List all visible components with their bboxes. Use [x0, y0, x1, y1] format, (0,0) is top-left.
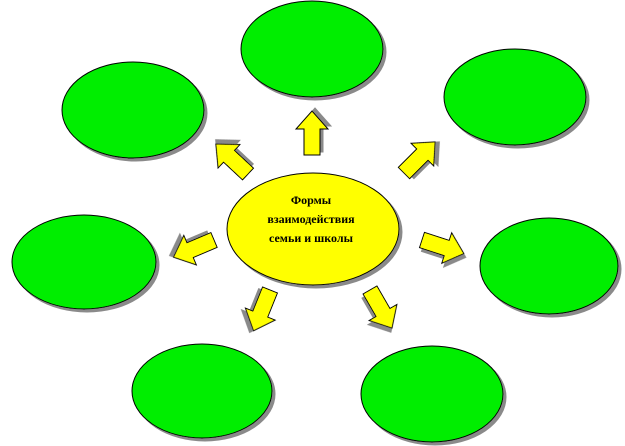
arrow-up — [295, 110, 329, 156]
arrow-down-left — [238, 283, 286, 338]
center-label: Формы взаимодействия семьи и школы — [246, 191, 376, 248]
center-label-line-3: семьи и школы — [269, 231, 353, 245]
arrow-up-left — [204, 131, 260, 187]
arrow-right — [416, 224, 470, 270]
top-ellipse — [240, 0, 384, 98]
middle-left-ellipse — [11, 214, 157, 310]
middle-right-ellipse — [479, 217, 619, 315]
arrow-left — [166, 224, 221, 273]
arrow-up-right — [392, 130, 447, 185]
bottom-left-ellipse — [131, 343, 273, 439]
center-ellipse — [226, 172, 400, 286]
upper-left-ellipse — [61, 61, 205, 159]
upper-right-ellipse — [443, 48, 587, 146]
arrow-down-right — [355, 281, 407, 337]
bottom-right-ellipse — [360, 345, 504, 443]
center-label-line-2: взаимодействия — [267, 212, 355, 226]
center-label-line-1: Формы — [290, 193, 332, 207]
